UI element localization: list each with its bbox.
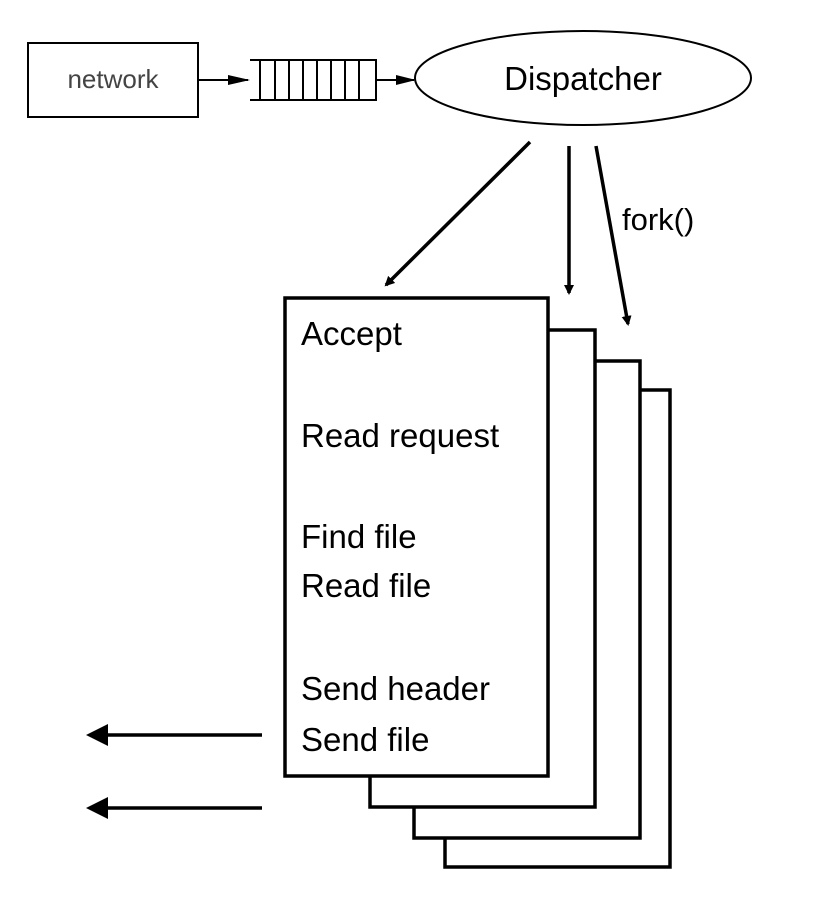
fork-arrow-1 [384, 140, 532, 287]
step-send-header: Send header [301, 670, 490, 707]
process-box-front [283, 296, 550, 778]
request-queue [250, 59, 377, 101]
queue-to-dispatcher-arrowhead [396, 75, 416, 85]
dispatcher-node: Dispatcher [414, 30, 752, 126]
output-arrowhead-2 [86, 797, 108, 819]
step-find-file: Find file [301, 518, 417, 555]
network-node: network [27, 42, 199, 118]
step-read-request: Read request [301, 417, 499, 454]
step-accept: Accept [301, 315, 402, 352]
step-send-file: Send file [301, 721, 429, 758]
network-to-queue-arrowhead [228, 75, 250, 85]
step-read-file: Read file [301, 567, 431, 604]
network-label: network [67, 64, 159, 94]
fork-arrow-3 [594, 145, 632, 326]
output-arrowhead-1 [86, 724, 108, 746]
fork-label: fork() [622, 202, 694, 237]
dispatcher-label: Dispatcher [504, 60, 662, 97]
